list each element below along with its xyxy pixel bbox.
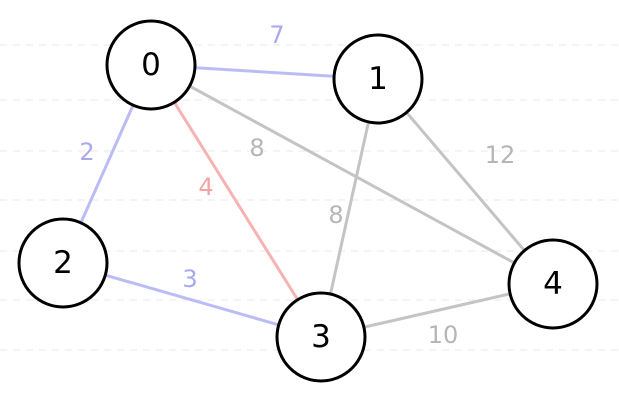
node-1: 1	[332, 33, 424, 125]
edge-weight-label-1-4: 12	[485, 141, 516, 169]
node-label: 1	[368, 61, 388, 97]
edge-weight-label-0-1: 7	[269, 21, 284, 49]
node-circle	[275, 291, 367, 383]
edge-weight-label-0-4: 8	[249, 134, 264, 162]
edge-weight-label-1-3: 8	[328, 201, 343, 229]
node-0: 0	[105, 19, 197, 111]
edge-weight-label-0-3: 4	[198, 173, 213, 201]
edge-0-4	[149, 63, 555, 286]
node-3: 3	[275, 291, 367, 383]
node-2: 2	[17, 217, 109, 309]
edge-0-3	[149, 63, 323, 339]
node-circle	[17, 217, 109, 309]
node-circle	[507, 238, 599, 330]
node-label: 2	[53, 245, 73, 281]
node-label: 4	[543, 266, 563, 302]
edge-weight-label-2-3: 3	[182, 265, 197, 293]
node-circle	[332, 33, 424, 125]
edge-weight-label-0-2: 2	[79, 138, 94, 166]
edge-weight-label-3-4: 10	[428, 321, 459, 349]
node-circle	[105, 19, 197, 111]
node-label: 0	[141, 47, 161, 83]
node-4: 4	[507, 238, 599, 330]
node-label: 3	[311, 319, 331, 355]
